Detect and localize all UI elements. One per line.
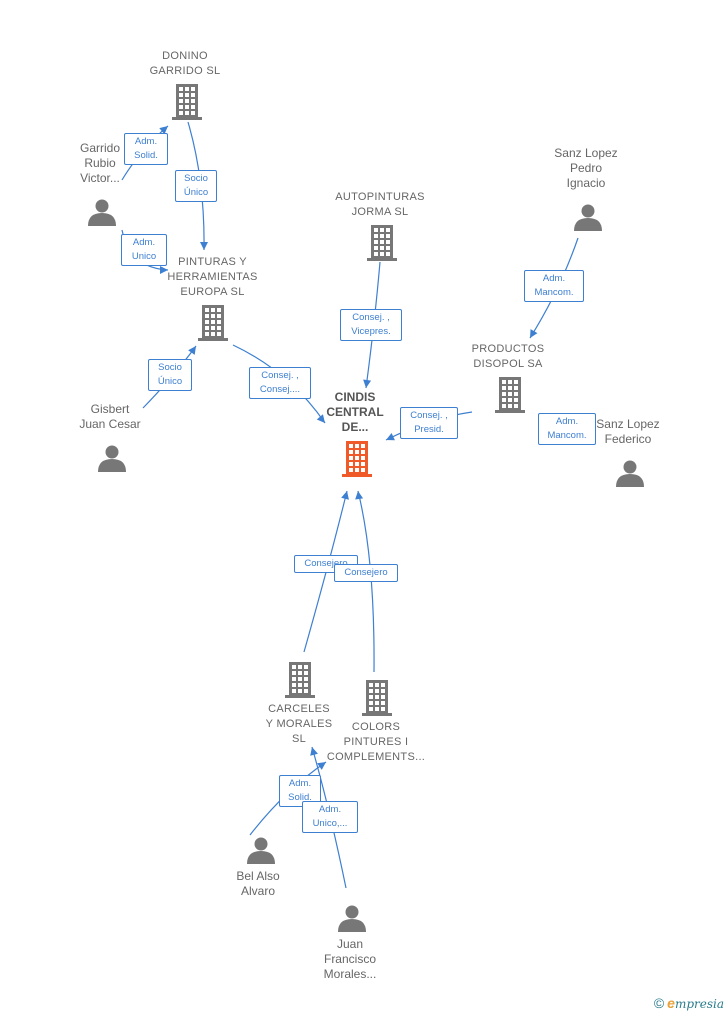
edge-layer: [121, 121, 579, 889]
brand-name: mpresia: [674, 997, 724, 1011]
person-icon-gisbert[interactable]: [98, 445, 126, 473]
edge-label-consej-vicepres[interactable]: Consej. ,Vicepres.: [340, 309, 402, 341]
arrowhead-icon: [188, 346, 196, 355]
building-icon-colors[interactable]: [362, 680, 392, 716]
edge-label-consej-consej[interactable]: Consej. ,Consej....: [249, 367, 311, 399]
arrowhead-icon: [160, 266, 168, 274]
person-icon-sanz-pedro[interactable]: [574, 204, 602, 232]
arrowhead-icon: [159, 126, 168, 135]
node-layer: [88, 84, 644, 932]
person-icon-bel[interactable]: [247, 837, 275, 865]
arrowhead-icon: [316, 414, 325, 423]
building-icon-carceles[interactable]: [285, 662, 315, 698]
arrowhead-icon: [310, 747, 318, 756]
arrowhead-icon: [341, 491, 349, 500]
person-icon-juan[interactable]: [338, 905, 366, 933]
edge-label-adm-mancom-2[interactable]: Adm.Mancom.: [538, 413, 596, 445]
footer-brand[interactable]: ©empresia: [654, 995, 724, 1011]
arrowhead-icon: [386, 432, 395, 441]
building-icon-cindis[interactable]: [342, 441, 372, 477]
edge-label-adm-solid-1[interactable]: Adm.Solid.: [124, 133, 168, 165]
arrowhead-icon: [530, 329, 538, 338]
arrowhead-icon: [355, 491, 364, 500]
building-icon-pinturas[interactable]: [198, 305, 228, 341]
brand-initial: e: [667, 995, 675, 1011]
edge-label-adm-mancom-1[interactable]: Adm.Mancom.: [524, 270, 584, 302]
edge-label-consejero-2[interactable]: Consejero: [334, 564, 398, 582]
person-icon-sanz-federico[interactable]: [616, 460, 644, 488]
arrowhead-icon: [317, 762, 326, 770]
building-icon-productos[interactable]: [495, 377, 525, 413]
person-icon-garrido[interactable]: [88, 199, 116, 227]
edge-label-adm-unico-2[interactable]: Adm.Unico,...: [302, 801, 358, 833]
building-icon-autopinturas[interactable]: [367, 225, 397, 261]
edge-label-consej-presid[interactable]: Consej. ,Presid.: [400, 407, 458, 439]
edge-label-adm-unico[interactable]: Adm.Unico: [121, 234, 167, 266]
copyright-icon: ©: [653, 995, 665, 1011]
arrowhead-icon: [363, 379, 372, 388]
arrowhead-icon: [200, 242, 208, 250]
building-icon-donino[interactable]: [172, 84, 202, 120]
